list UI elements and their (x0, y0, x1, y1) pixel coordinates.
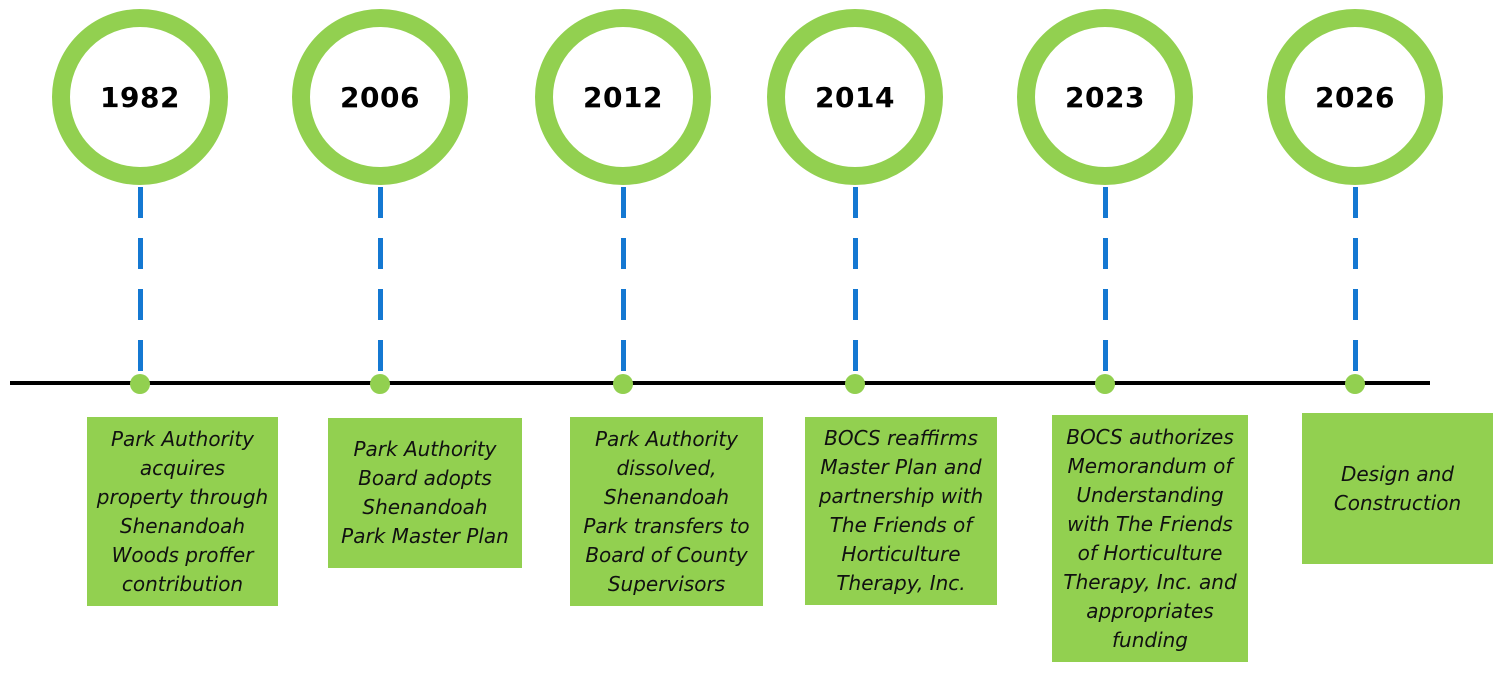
connector-dashed-line (138, 187, 143, 379)
year-label: 2014 (815, 80, 895, 114)
connector-dashed-line (378, 187, 383, 379)
timeline-dot (845, 374, 865, 394)
connector-dashed-line (1353, 187, 1358, 379)
event-description-box: Design and Construction (1302, 413, 1493, 564)
year-label: 2026 (1315, 80, 1395, 114)
year-circle: 2014 (767, 9, 943, 185)
event-description: Design and Construction (1333, 461, 1462, 515)
event-description-box: Park Authority Board adopts Shenandoah P… (328, 418, 522, 568)
connector-dashed-line (853, 187, 858, 379)
event-description: Park Authority dissolved, Shenandoah Par… (583, 426, 750, 596)
year-label: 2012 (583, 80, 663, 114)
connector-dashed-line (621, 187, 626, 379)
connector-dashed-line (1103, 187, 1108, 379)
year-circle: 2006 (292, 9, 468, 185)
timeline-dot (130, 374, 150, 394)
timeline-dot (1095, 374, 1115, 394)
event-description: Park Authority Board adopts Shenandoah P… (341, 437, 509, 548)
event-description-box: Park Authority acquires property through… (87, 417, 278, 606)
year-circle: 2012 (535, 9, 711, 185)
year-label: 1982 (100, 80, 180, 114)
timeline-dot (370, 374, 390, 394)
event-description-box: BOCS reaffirms Master Plan and partnersh… (805, 417, 997, 605)
timeline-dot (613, 374, 633, 394)
timeline-dot (1345, 374, 1365, 394)
event-description-box: BOCS authorizes Memorandum of Understand… (1052, 415, 1248, 662)
event-description: BOCS reaffirms Master Plan and partnersh… (818, 426, 984, 595)
year-label: 2023 (1065, 80, 1145, 114)
year-circle: 2023 (1017, 9, 1193, 185)
timeline-axis (10, 381, 1430, 385)
year-label: 2006 (340, 80, 420, 114)
event-description-box: Park Authority dissolved, Shenandoah Par… (570, 417, 763, 606)
event-description: Park Authority acquires property through… (96, 426, 269, 596)
year-circle: 1982 (52, 9, 228, 185)
event-description: BOCS authorizes Memorandum of Understand… (1063, 424, 1237, 652)
year-circle: 2026 (1267, 9, 1443, 185)
